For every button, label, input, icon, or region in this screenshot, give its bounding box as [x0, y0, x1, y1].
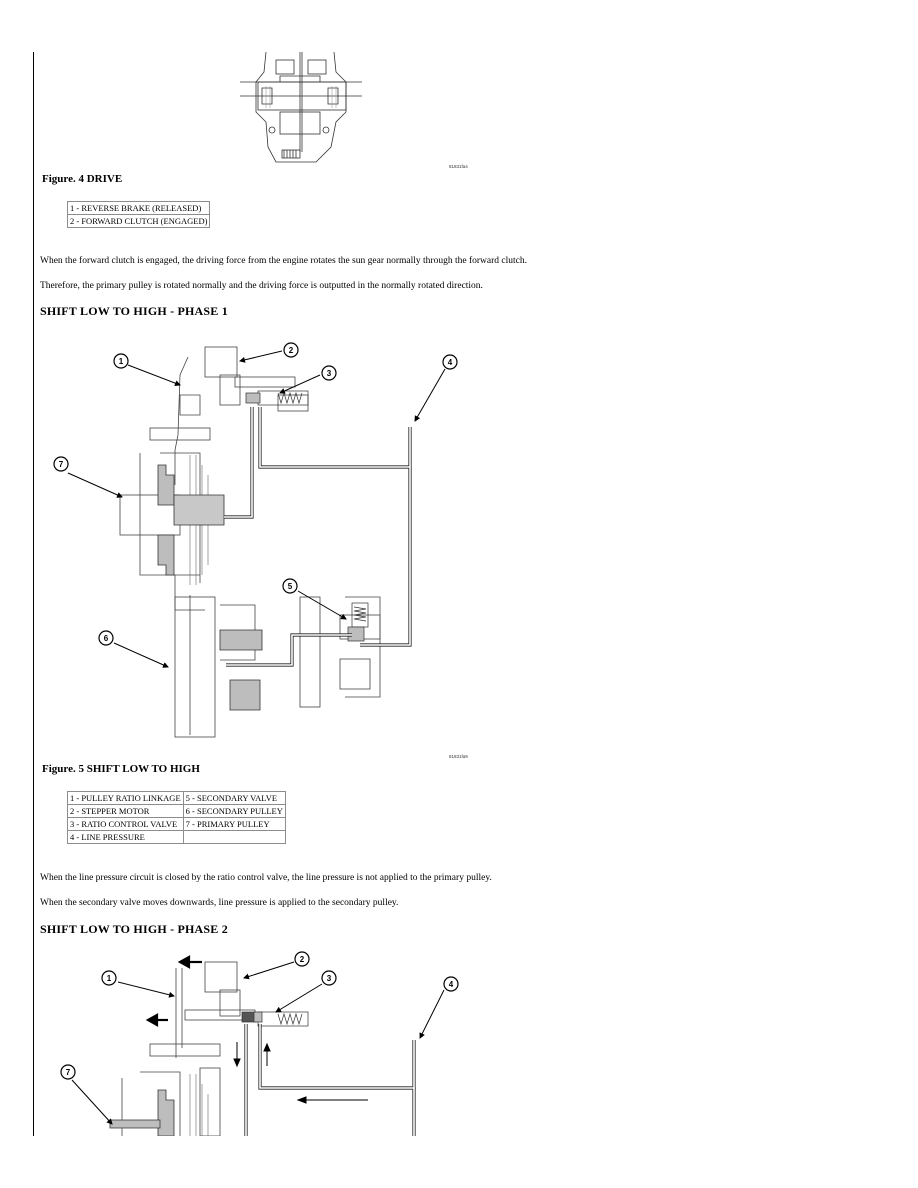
table-row: 2 - STEPPER MOTOR 6 - SECONDARY PULLEY — [67, 804, 286, 818]
paragraph: Therefore, the primary pulley is rotated… — [40, 281, 483, 291]
section-heading-phase-2: SHIFT LOW TO HIGH - PHASE 2 — [40, 922, 228, 936]
legend-cell: 7 - PRIMARY PULLEY — [182, 817, 286, 831]
callout-4: 4 — [443, 976, 459, 992]
callout-number: 6 — [104, 634, 109, 643]
figure-5-shift-diagram: 1 2 3 4 7 5 6 — [53, 342, 458, 738]
callout-number: 4 — [449, 980, 454, 989]
table-row: 3 - RATIO CONTROL VALVE 7 - PRIMARY PULL… — [67, 817, 286, 831]
callout-2: 2 — [294, 951, 310, 967]
callout-7: 7 — [53, 456, 69, 472]
figure-5-code: 81831fa9 — [449, 754, 468, 759]
figure-6-shift-diagram: 1 2 3 4 7 — [60, 951, 459, 1136]
legend-cell: 3 - RATIO CONTROL VALVE — [67, 817, 184, 831]
table-row: 4 - LINE PRESSURE — [67, 830, 286, 844]
legend-cell: 4 - LINE PRESSURE — [67, 830, 184, 844]
callout-number: 1 — [107, 974, 112, 983]
paragraph: When the line pressure circuit is closed… — [40, 873, 492, 883]
legend-cell: 1 - REVERSE BRAKE (RELEASED) — [66, 201, 211, 215]
table-row: 1 - REVERSE BRAKE (RELEASED) — [66, 201, 211, 215]
callout-1: 1 — [113, 353, 129, 369]
table-row: 2 - FORWARD CLUTCH (ENGAGED) — [66, 214, 211, 228]
callout-number: 3 — [327, 369, 332, 378]
callout-number: 1 — [119, 357, 124, 366]
callout-6: 6 — [98, 630, 114, 646]
callout-number: 2 — [300, 955, 305, 964]
callout-1: 1 — [101, 970, 117, 986]
callout-7: 7 — [60, 1064, 76, 1080]
callout-number: 2 — [289, 346, 294, 355]
callout-number: 5 — [288, 582, 293, 591]
callout-5: 5 — [282, 578, 298, 594]
legend-cell: 2 - FORWARD CLUTCH (ENGAGED) — [66, 214, 211, 228]
callout-number: 7 — [59, 460, 64, 469]
callout-number: 3 — [327, 974, 332, 983]
paragraph: When the forward clutch is engaged, the … — [40, 256, 527, 266]
figure-4-caption: Figure. 4 DRIVE — [42, 173, 123, 185]
figure-5-legend-table: 1 - PULLEY RATIO LINKAGE 5 - SECONDARY V… — [67, 791, 286, 844]
table-row: 1 - PULLEY RATIO LINKAGE 5 - SECONDARY V… — [67, 791, 286, 805]
figure-4-code: 81831fa4 — [449, 164, 468, 169]
legend-cell: 2 - STEPPER MOTOR — [67, 804, 184, 818]
callout-3: 3 — [321, 970, 337, 986]
legend-cell: 5 - SECONDARY VALVE — [182, 791, 286, 805]
legend-cell: 6 - SECONDARY PULLEY — [182, 804, 286, 818]
legend-cell — [182, 830, 286, 844]
callout-4: 4 — [442, 354, 458, 370]
callout-number: 4 — [448, 358, 453, 367]
movement-arrows — [145, 955, 202, 1027]
page-margin-rule — [33, 52, 34, 1136]
paragraph: When the secondary valve moves downwards… — [40, 898, 399, 908]
legend-cell: 1 - PULLEY RATIO LINKAGE — [67, 791, 184, 805]
callout-number: 7 — [66, 1068, 71, 1077]
figure-4-legend-table: 1 - REVERSE BRAKE (RELEASED) 2 - FORWARD… — [66, 201, 211, 228]
figure-4-drive-diagram — [240, 52, 362, 163]
callout-2: 2 — [283, 342, 299, 358]
section-heading-phase-1: SHIFT LOW TO HIGH - PHASE 1 — [40, 304, 228, 318]
figure-5-caption: Figure. 5 SHIFT LOW TO HIGH — [42, 763, 200, 775]
callout-3: 3 — [321, 365, 337, 381]
